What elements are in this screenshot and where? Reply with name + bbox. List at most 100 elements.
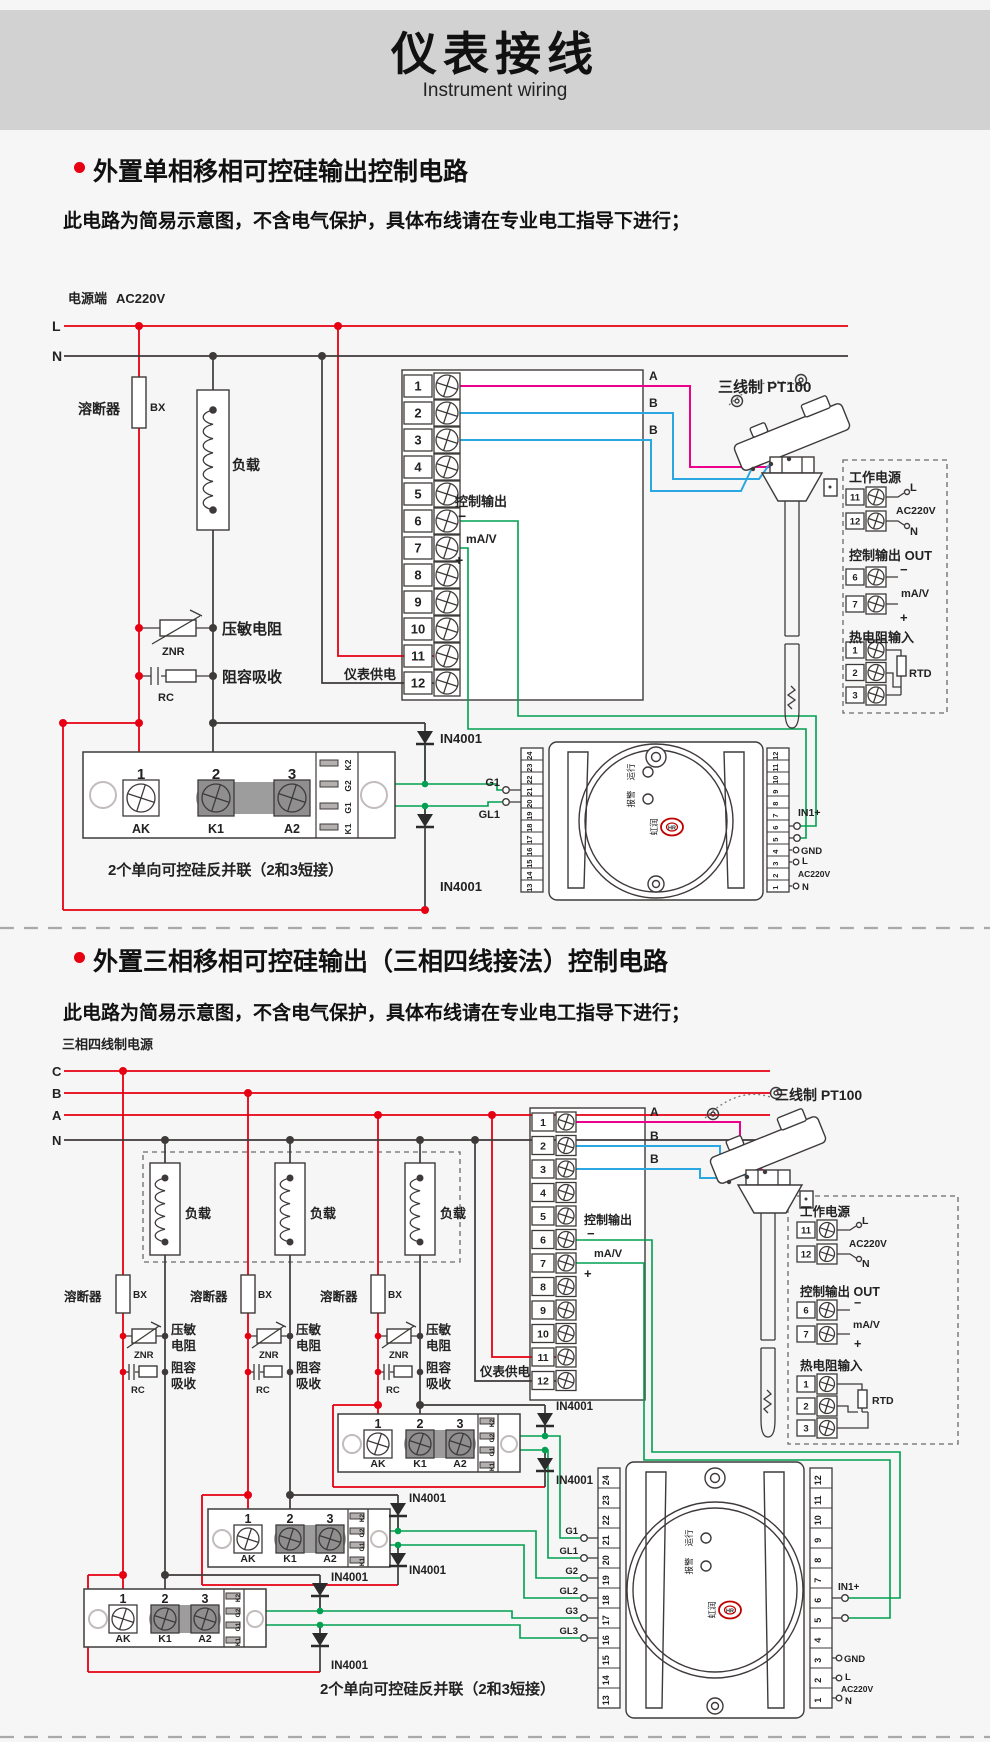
phase-wires (64, 1070, 770, 1673)
varistor-label: 压敏电阻 (222, 620, 282, 638)
device-terminal-number: 16 (525, 848, 534, 856)
terminal-number: 10 (537, 1328, 549, 1340)
diode2-label: IN4001 (440, 879, 482, 894)
device-terminal-number: 12 (813, 1475, 823, 1485)
terminal-number: 11 (537, 1352, 548, 1364)
module-terminal-number: 2 (162, 1592, 169, 1606)
module-terminal-label: AK (240, 1553, 256, 1565)
gate2-gl3: GL3 (560, 1626, 578, 1637)
panel-n: N (910, 526, 918, 538)
device-terminal-number: 2 (813, 1678, 823, 1683)
diode-2b2: IN4001 (409, 1565, 447, 1577)
gate-terminal-label: G2 (235, 1608, 242, 1617)
gate-terminal-label: K1 (343, 823, 353, 834)
plus2-label: + (584, 1266, 592, 1281)
diode-2c2: IN4001 (331, 1660, 369, 1672)
terminal-number: 12 (411, 676, 425, 691)
terminal-number: 7 (803, 1329, 808, 1340)
terminal-number: 3 (803, 1423, 808, 1434)
device-terminal-number: 3 (771, 862, 780, 866)
round-controller-2: 242322212019181716151413121110987654321 … (580, 1461, 850, 1719)
terminal-number: 5 (414, 487, 421, 502)
terminal-number: 7 (852, 599, 857, 610)
unit2-label: mA/V (594, 1248, 623, 1260)
panel2-ctrl-title: 控制输出 OUT (800, 1284, 880, 1299)
brand-logo-2 (718, 1600, 742, 1620)
diode-2b1: IN4001 (409, 1493, 447, 1505)
device-terminal-number: 19 (525, 812, 534, 820)
fuse2-1-label: 溶断器 (64, 1289, 102, 1304)
device-terminal-number: 20 (525, 800, 534, 808)
device-terminal-number: 18 (601, 1595, 611, 1605)
varistor-label: 电阻 (171, 1338, 197, 1353)
panel2-plus: + (854, 1337, 861, 1351)
fuse2-1 (115, 1274, 131, 1314)
run-led (642, 766, 654, 778)
brand-mark: HR (668, 826, 676, 832)
gate2-g3: G3 (565, 1606, 578, 1617)
terminal-number: 1 (414, 379, 421, 394)
device-terminal-number: 14 (601, 1675, 611, 1685)
brand-name-2: 虹润 (707, 1601, 717, 1618)
terminal-number: 3 (852, 690, 857, 701)
line-n2-label: N (52, 1133, 61, 1148)
module-terminal-label: K1 (208, 822, 224, 836)
gnd-label: GND (801, 846, 822, 857)
section1-note: 此电路为简易示意图，不含电气保护，具体布线请在专业电工指导下进行； (63, 211, 691, 232)
rc-resistor (165, 669, 197, 683)
module-terminal-number: 3 (288, 766, 296, 783)
dev-l: L (802, 856, 808, 867)
wire-b1-label: B (649, 396, 658, 410)
device-terminal-number: 13 (601, 1695, 611, 1705)
dev-ac: AC220V (798, 869, 830, 879)
module-caption-2: 2个单向可控硅反并联（2和3短接） (320, 1680, 555, 1698)
panel-rtd-title: 热电阻输入 (849, 630, 914, 645)
device-terminal-number: 6 (771, 826, 780, 830)
panel-unit: mA/V (901, 588, 930, 600)
pt100-sensor (728, 373, 851, 729)
line-c-label: C (52, 1064, 62, 1079)
module-terminal-number: 3 (327, 1512, 334, 1526)
gate-terminal-label: G2 (489, 1433, 496, 1442)
module-terminal-label: K1 (413, 1458, 427, 1470)
pt100-2-label: 三线制 PT100 (775, 1087, 862, 1103)
diagram-three-phase: 负载负载负载 ZNRRC压敏电阻阻容吸收ZNRRC压敏电阻阻容吸收ZNRRC压敏… (52, 1037, 959, 1719)
device-terminal-number: 16 (601, 1635, 611, 1645)
dev-n: N (802, 882, 809, 893)
rtd-resistor (896, 655, 907, 677)
gate-terminal-label: G2 (359, 1528, 366, 1537)
device-terminal-number: 11 (771, 764, 780, 772)
load-label: 负载 (440, 1206, 466, 1221)
fuse2-2-label: 溶断器 (190, 1289, 228, 1304)
wire2-b1-label: B (650, 1129, 659, 1143)
gate-terminal-label: G1 (235, 1622, 242, 1631)
terminal-number: 3 (540, 1164, 546, 1176)
fuse-code: BX (150, 402, 166, 414)
dev2-n: N (845, 1696, 852, 1707)
power-voltage-label: AC220V (116, 291, 165, 306)
page-subtitle: Instrument wiring (422, 80, 568, 101)
rc-label: RC (386, 1385, 400, 1396)
device-terminal-number: 12 (771, 752, 780, 760)
terminal-number: 8 (414, 568, 421, 583)
terminal-number: 2 (540, 1140, 546, 1152)
device-terminal-number: 11 (813, 1495, 823, 1505)
znr-label: ZNR (134, 1350, 154, 1361)
fuse2-3-label: 溶断器 (320, 1289, 358, 1304)
varistor-label: 电阻 (426, 1338, 452, 1353)
gate-terminal-label: G1 (343, 802, 353, 814)
terminal-number: 2 (414, 406, 421, 421)
device-terminal-number: 21 (525, 788, 534, 796)
module-terminal-label: A2 (284, 822, 300, 836)
section2-note: 此电路为简易示意图，不含电气保护，具体布线请在专业电工指导下进行； (63, 1003, 691, 1024)
module-terminal-label: A2 (323, 1553, 337, 1565)
pt100-label: 三线制 PT100 (718, 378, 811, 396)
terminal-number: 9 (540, 1305, 546, 1317)
in1-label: IN1+ (798, 807, 820, 819)
meter-power2-label: 仪表供电 (479, 1364, 531, 1379)
